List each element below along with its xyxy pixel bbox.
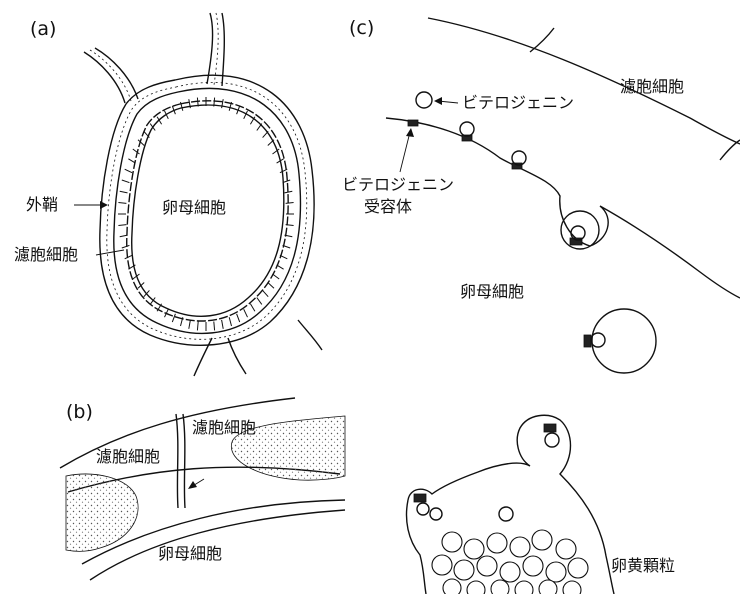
follicle-cell-divider bbox=[120, 235, 128, 237]
panel-c-receptor-5 bbox=[584, 335, 591, 347]
panel-c-vitellogenin-8 bbox=[430, 508, 442, 520]
follicle-cell-divider bbox=[118, 225, 126, 226]
panel-a-follicle-cell-label: 濾胞細胞 bbox=[14, 245, 78, 264]
follicle-cell-divider bbox=[214, 322, 215, 331]
panel-c-vitellogenin-9 bbox=[499, 507, 513, 521]
follicle-cell-divider bbox=[118, 203, 126, 204]
follicle-cell-divider bbox=[222, 320, 224, 329]
follicle-cell-divider bbox=[229, 317, 231, 326]
panel-c-oocyte-label: 卵母細胞 bbox=[460, 282, 524, 301]
panel-c-receptor-label-line1: ビテロジェニン bbox=[342, 175, 454, 194]
panel-c: (c) 濾胞細胞 ビテロジェニン ビテロジェニン 受容体 卵母細胞 bbox=[342, 17, 740, 594]
panel-b-tag: (b) bbox=[66, 401, 93, 423]
follicle-cell-divider bbox=[122, 245, 130, 248]
panel-c-endosome bbox=[592, 309, 656, 373]
follicle-cell-divider bbox=[125, 255, 132, 258]
follicle-cell-divider bbox=[172, 314, 175, 322]
panel-c-receptor-label-line2: 受容体 bbox=[364, 197, 412, 216]
panel-c-vitellogenin-2 bbox=[460, 122, 474, 136]
panel-a-tag: (a) bbox=[30, 18, 56, 40]
follicle-cell-divider bbox=[189, 320, 191, 329]
panel-c-vitellogenin-arrowhead bbox=[434, 97, 442, 105]
panel-c-vitellogenin-label: ビテロジェニン bbox=[462, 93, 574, 112]
follicle-cell-divider bbox=[257, 298, 262, 305]
panel-c-receptor-3 bbox=[512, 163, 522, 169]
follicle-cell-divider bbox=[277, 265, 284, 269]
follicle-cell-divider bbox=[263, 290, 269, 296]
follicle-cell-divider bbox=[244, 309, 248, 317]
follicle-cell-divider bbox=[263, 131, 269, 137]
panel-b-junction-arrowhead bbox=[188, 481, 197, 489]
panel-b: (b) 濾胞細胞 濾胞細胞 卵母細胞 bbox=[60, 398, 345, 580]
follicle-cell-divider bbox=[125, 169, 132, 173]
follicle-cell-divider bbox=[268, 283, 274, 289]
panel-b-oocyte-label: 卵母細胞 bbox=[158, 544, 222, 563]
follicle-cell-divider bbox=[138, 283, 144, 289]
follicle-cell-divider bbox=[128, 159, 135, 163]
panel-c-vitellogenin-6 bbox=[545, 433, 559, 447]
panel-b-nucleus-left bbox=[66, 474, 138, 551]
follicle-cell-divider bbox=[197, 322, 198, 331]
panel-c-vitellogenin-5 bbox=[591, 333, 605, 347]
panel-c-receptor-6 bbox=[544, 424, 556, 432]
panel-c-receptor-arrowhead bbox=[406, 128, 414, 137]
panel-c-receptor-7 bbox=[414, 494, 426, 502]
follicle-cell-divider bbox=[268, 140, 274, 146]
panel-a-oocyte-label: 卵母細胞 bbox=[162, 198, 226, 217]
panel-c-follicle-cell-label: 濾胞細胞 bbox=[620, 77, 684, 96]
panel-a: (a) 卵母細胞 外鞘 濾胞細胞 bbox=[14, 13, 322, 376]
follicle-cell-divider bbox=[122, 180, 130, 183]
panel-c-vitellogenin-free bbox=[416, 92, 432, 108]
panel-a-outer-sheath-label: 外鞘 bbox=[26, 195, 58, 214]
follicle-cell-divider bbox=[273, 274, 280, 279]
follicle-cell-divider bbox=[120, 191, 128, 193]
panel-c-vitellogenin-7 bbox=[417, 503, 429, 515]
panel-b-follicle-cell-right-label: 濾胞細胞 bbox=[192, 418, 256, 437]
panel-c-receptor-1 bbox=[408, 120, 418, 126]
panel-c-tag: (c) bbox=[349, 17, 374, 39]
follicle-cell-divider bbox=[257, 124, 262, 131]
panel-c-receptor-arrow bbox=[400, 132, 410, 172]
panel-c-yolk-granule-label: 卵黄顆粒 bbox=[611, 556, 675, 575]
follicle-cell-divider bbox=[286, 203, 294, 204]
panel-b-follicle-cell-left-label: 濾胞細胞 bbox=[96, 447, 160, 466]
panel-a-outer-sheath-arrowhead bbox=[100, 201, 108, 209]
follicle-cell-divider bbox=[250, 304, 255, 312]
follicle-cell-divider bbox=[237, 314, 240, 322]
panel-c-yolk-granule-cluster bbox=[432, 530, 588, 594]
